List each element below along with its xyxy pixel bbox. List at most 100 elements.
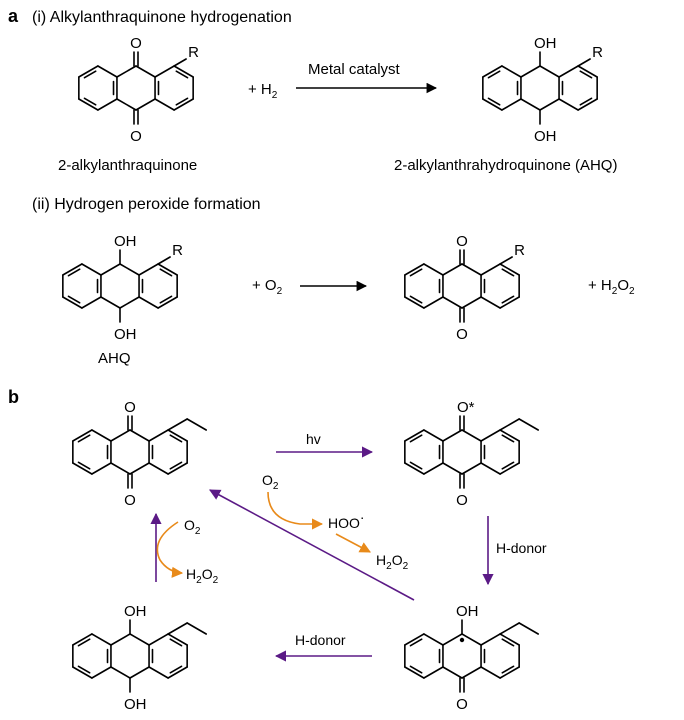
bond bbox=[119, 263, 140, 276]
bond bbox=[138, 296, 159, 309]
h2o2-label-mid: H2O2 bbox=[376, 552, 409, 572]
bond bbox=[480, 263, 501, 276]
bond bbox=[78, 65, 99, 78]
bond bbox=[482, 65, 503, 78]
bond bbox=[97, 65, 118, 78]
bond bbox=[499, 462, 520, 475]
molecule-anthraquinone-product: OOR bbox=[404, 233, 525, 343]
bond bbox=[499, 429, 520, 442]
bond bbox=[520, 98, 541, 111]
top-substituent-label: O bbox=[130, 35, 142, 52]
top-substituent-label: OH bbox=[456, 603, 479, 620]
bond bbox=[167, 429, 188, 442]
bond bbox=[129, 429, 150, 442]
bond bbox=[91, 462, 112, 475]
bond bbox=[72, 429, 93, 442]
step-1-title: (i) Alkylanthraquinone hydrogenation bbox=[32, 9, 292, 26]
double-bond bbox=[501, 268, 515, 277]
bond bbox=[167, 462, 188, 475]
bond bbox=[461, 633, 482, 646]
step-2-title: (ii) Hydrogen peroxide formation bbox=[32, 196, 261, 213]
top-substituent-label: O bbox=[456, 233, 468, 250]
double-bond bbox=[77, 638, 91, 647]
bond bbox=[482, 98, 503, 111]
double-bond bbox=[77, 665, 91, 674]
hoo-radical-label: HOO· bbox=[328, 509, 365, 531]
bond bbox=[480, 666, 501, 679]
h-donor-label-right: H-donor bbox=[496, 540, 547, 556]
bond bbox=[110, 462, 131, 475]
ethyl-bond bbox=[499, 622, 520, 635]
bond bbox=[423, 666, 444, 679]
h-donor-label-bottom: H-donor bbox=[295, 632, 346, 648]
bond bbox=[167, 633, 188, 646]
double-bond bbox=[77, 434, 91, 443]
bond bbox=[404, 462, 425, 475]
bond bbox=[499, 666, 520, 679]
ethyl-bond bbox=[518, 418, 540, 431]
ethyl-bond bbox=[186, 622, 208, 635]
bond bbox=[148, 429, 169, 442]
bond bbox=[423, 429, 444, 442]
catalyst-label: Metal catalyst bbox=[308, 61, 401, 78]
double-bond bbox=[67, 268, 81, 277]
double-bond bbox=[409, 638, 423, 647]
bond bbox=[100, 263, 121, 276]
top-substituent-label: OH bbox=[114, 233, 137, 250]
panel-b-letter: b bbox=[8, 387, 19, 407]
ethyl-bond bbox=[518, 622, 540, 635]
panel-a-letter: a bbox=[8, 6, 19, 26]
double-bond bbox=[501, 434, 515, 443]
bond bbox=[442, 666, 463, 679]
bond bbox=[480, 296, 501, 309]
bond bbox=[404, 429, 425, 442]
bond bbox=[91, 633, 112, 646]
top-substituent-label: O* bbox=[457, 399, 475, 416]
bond bbox=[558, 65, 579, 78]
bond bbox=[129, 462, 150, 475]
oxidation-diagonal-arrow bbox=[209, 489, 415, 601]
bond bbox=[577, 98, 598, 111]
double-bond bbox=[83, 70, 97, 79]
bottom-substituent-label: O bbox=[456, 696, 468, 713]
bottom-substituent-label: O bbox=[130, 128, 142, 145]
bond bbox=[129, 633, 150, 646]
ahq-name: AHQ bbox=[98, 350, 131, 367]
bond bbox=[480, 633, 501, 646]
r-group-label: R bbox=[514, 242, 525, 259]
bond bbox=[116, 65, 137, 78]
bond bbox=[442, 429, 463, 442]
double-bond bbox=[77, 461, 91, 470]
bond bbox=[173, 98, 194, 111]
bond bbox=[539, 65, 560, 78]
substituent-bond bbox=[157, 256, 171, 265]
double-bond bbox=[487, 70, 501, 79]
bond bbox=[154, 65, 175, 78]
bond bbox=[423, 633, 444, 646]
bond bbox=[167, 666, 188, 679]
bond bbox=[116, 98, 137, 111]
bond bbox=[442, 633, 463, 646]
double-bond bbox=[487, 97, 501, 106]
double-bond bbox=[501, 665, 515, 674]
molecule-ethylanthraquinone: OO bbox=[72, 399, 208, 509]
bond bbox=[110, 633, 131, 646]
bond bbox=[110, 429, 131, 442]
bond bbox=[404, 666, 425, 679]
bond bbox=[138, 263, 159, 276]
bond bbox=[148, 462, 169, 475]
substituent-bond bbox=[173, 58, 187, 67]
bond bbox=[129, 666, 150, 679]
bond bbox=[480, 429, 501, 442]
bond bbox=[480, 462, 501, 475]
ethyl-bond bbox=[167, 418, 188, 431]
bottom-substituent-label: O bbox=[456, 492, 468, 509]
bond bbox=[461, 296, 482, 309]
molecule-semiquinone-radical: OH O bbox=[404, 603, 540, 713]
bond bbox=[404, 263, 425, 276]
double-bond bbox=[409, 268, 423, 277]
bond bbox=[499, 263, 520, 276]
